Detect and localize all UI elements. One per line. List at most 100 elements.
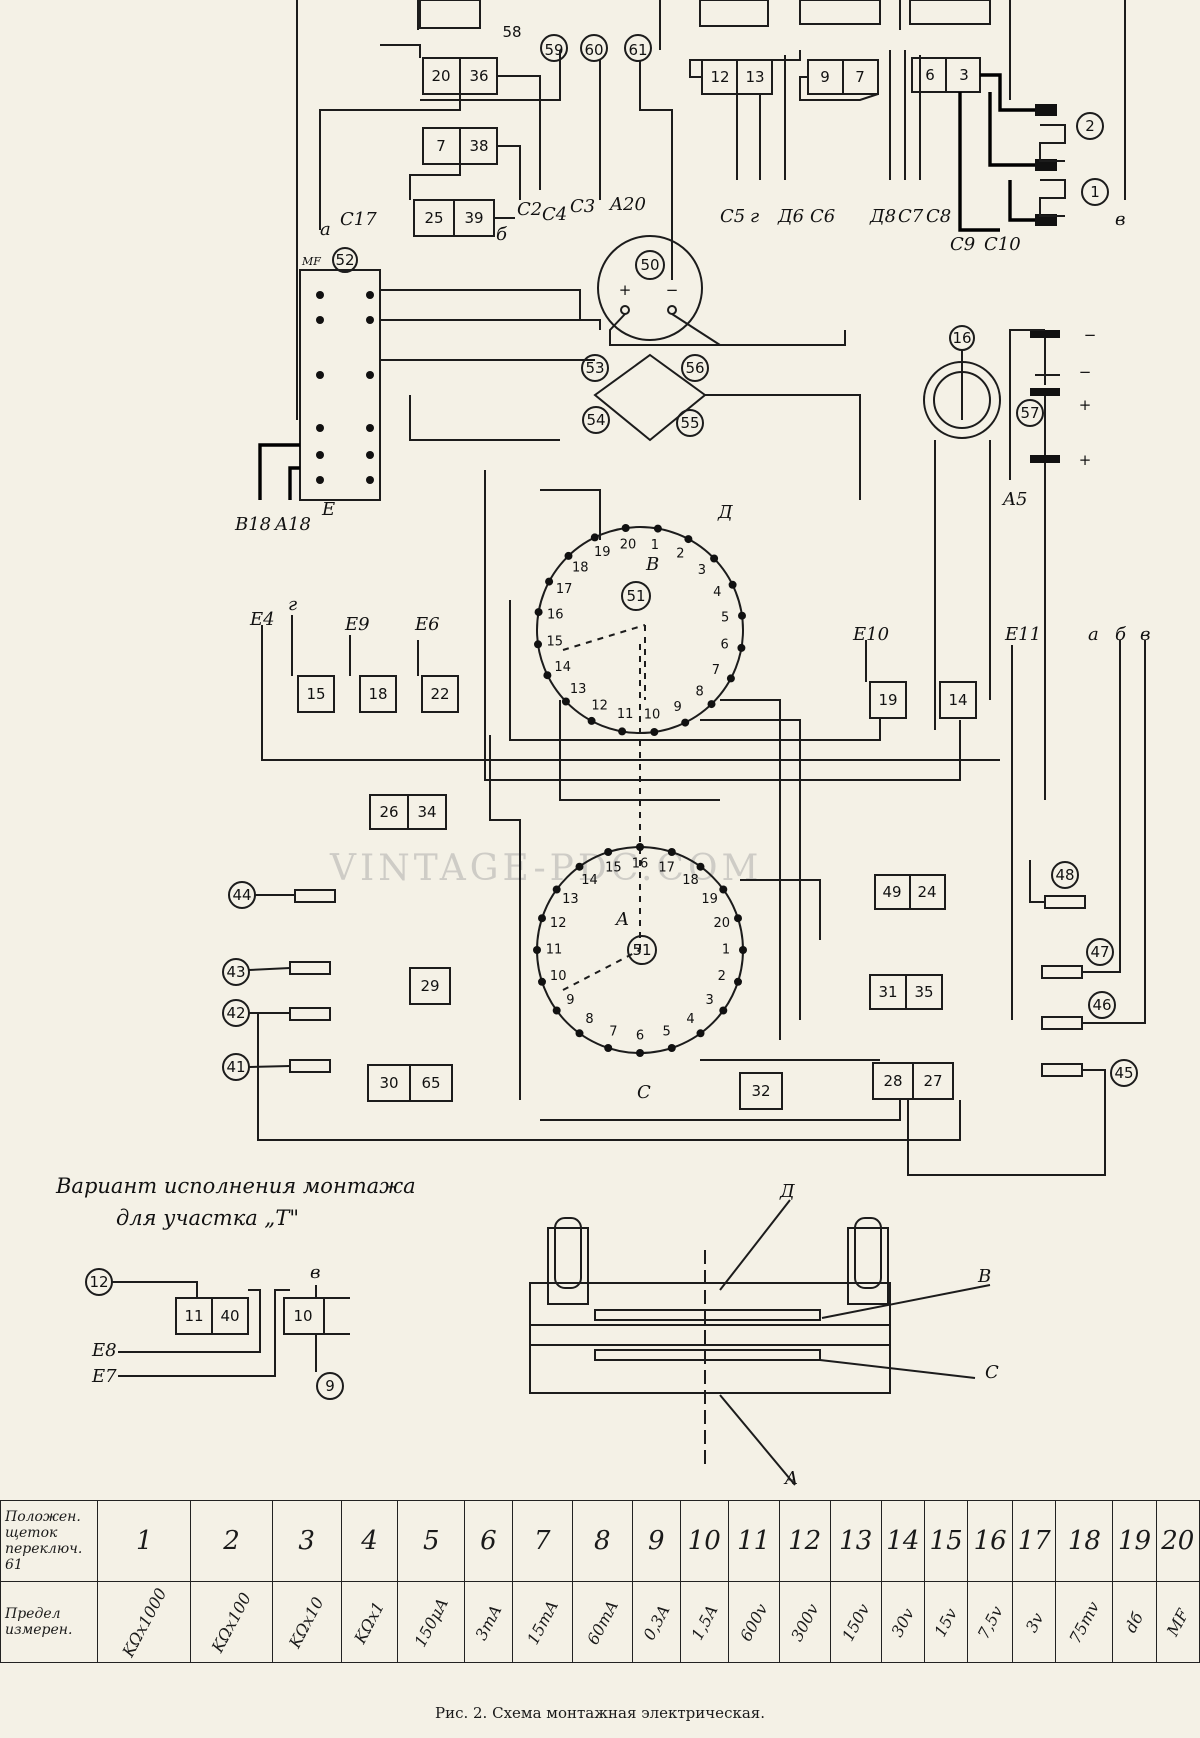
- switch-contact-number: 4: [686, 1012, 694, 1027]
- label-c4: C4: [542, 204, 567, 225]
- terminal-61: 61: [628, 41, 647, 59]
- switch-contact: [739, 946, 747, 954]
- label-e: E: [321, 499, 335, 520]
- switch-contact: [564, 551, 573, 560]
- table-cell-range: KΩx1: [340, 1581, 399, 1663]
- label-a-right: a: [1088, 624, 1099, 645]
- box-38: 38: [469, 137, 488, 155]
- table-cell-position: 1: [96, 1500, 192, 1582]
- switch-contact-number: 15: [605, 861, 622, 876]
- table-cell-range-text: 1,5A: [687, 1601, 722, 1643]
- box-36: 36: [469, 67, 488, 85]
- switch-contact: [726, 674, 735, 683]
- battery-number: 57: [1020, 404, 1039, 422]
- table-header-ranges: Предел измерен.: [0, 1581, 98, 1663]
- box-13: 13: [745, 68, 764, 86]
- table-cell-position: 2: [190, 1500, 273, 1582]
- label-d8: Д8: [869, 206, 896, 227]
- table-cell-range: 150μA: [397, 1581, 465, 1663]
- variant-title-1: Вариант исполнения монтажа: [55, 1174, 416, 1198]
- connector-1: 1: [1090, 183, 1100, 201]
- label-d6: Д6: [777, 206, 804, 227]
- section-d: Д: [779, 1181, 795, 1202]
- switch-contact: [636, 1049, 644, 1057]
- table-cell-range: 3v: [1012, 1581, 1057, 1663]
- switch-contact-number: 14: [554, 660, 571, 675]
- label-c8: C8: [926, 206, 951, 227]
- switch-contact: [696, 1029, 705, 1038]
- label-b-small: б: [496, 224, 508, 245]
- switch-contact-number: 11: [617, 707, 634, 722]
- box-15: 15: [306, 685, 325, 703]
- switch-contact: [621, 524, 630, 532]
- label-c6: C6: [810, 206, 835, 227]
- switch-contact-number: 1: [722, 943, 730, 958]
- table-header-positions: Положен. щеток переключ. 61: [0, 1500, 98, 1582]
- box-65: 65: [421, 1074, 440, 1092]
- table-cell-position: 17: [1012, 1500, 1057, 1582]
- table-cell-range-text: 60mA: [582, 1596, 622, 1648]
- switch-contact-number: 18: [682, 873, 699, 888]
- resistor-45: 45: [1114, 1064, 1133, 1082]
- switch-contact-number: 10: [550, 969, 567, 984]
- mid-single-boxes: 15 18 22 19 14: [261, 615, 1013, 1020]
- box-32: 32: [751, 1082, 770, 1100]
- variant-9: 9: [325, 1377, 335, 1395]
- table-cell-position: 5: [397, 1500, 465, 1582]
- switch-contact: [710, 554, 719, 563]
- switch-contact: [552, 1006, 561, 1015]
- label-b18: B18: [234, 514, 271, 535]
- box-12: 12: [710, 68, 729, 86]
- switch-contact: [636, 843, 644, 851]
- table-cell-range-text: KΩx1: [350, 1597, 389, 1647]
- box-35: 35: [914, 983, 933, 1001]
- switch-contact-number: 12: [591, 698, 608, 713]
- box-27: 27: [923, 1072, 942, 1090]
- label-c7: C7: [898, 206, 924, 227]
- table-cell-range: 150v: [829, 1581, 882, 1663]
- switch-contact-number: 8: [585, 1012, 593, 1027]
- diode-54: 54: [586, 411, 605, 429]
- table-cell-position: 8: [571, 1500, 633, 1582]
- left-leads: B18 A18 E E4 г E9 E6 E10 E11 a б в A5: [234, 443, 1150, 645]
- meter-50: 50 +−: [380, 235, 846, 346]
- switch-contact-number: 8: [696, 684, 704, 699]
- table-cell-range-text: 30v: [887, 1604, 919, 1640]
- table-cell-range-text: KΩx10: [285, 1593, 328, 1651]
- table-cell-range: 30v: [880, 1581, 925, 1663]
- switch-contact: [719, 1006, 728, 1015]
- box-49: 49: [882, 883, 901, 901]
- label-c17: C17: [340, 209, 377, 230]
- switch-contact-number: 6: [636, 1029, 644, 1044]
- switch-contact-number: 5: [721, 611, 729, 626]
- upper-wiring: 2 1: [319, 44, 1109, 280]
- table-cell-range: 15v: [923, 1581, 969, 1663]
- resistor-48: 48: [1055, 866, 1074, 884]
- box-18: 18: [368, 685, 387, 703]
- pot-number: 16: [952, 329, 971, 347]
- label-c9: C9: [950, 234, 975, 255]
- label-e9: E9: [344, 614, 370, 635]
- switch-contact: [538, 977, 546, 986]
- switch-contact: [604, 848, 613, 856]
- switch-contact-number: 13: [570, 682, 587, 697]
- label-c2: C2: [517, 199, 542, 220]
- switch-bottom-number: 51: [632, 941, 651, 959]
- box-39: 39: [464, 209, 483, 227]
- cap-block-label: 52: [335, 251, 354, 269]
- table-cell-range: KΩx10: [271, 1581, 342, 1663]
- table-cell-range-text: 150v: [838, 1600, 874, 1644]
- table-cell-range: 3mA: [463, 1581, 513, 1663]
- box-3: 3: [959, 66, 969, 84]
- switch-top-number: 51: [626, 587, 645, 605]
- table-cell-range: MF: [1155, 1581, 1200, 1663]
- meter-number: 50: [640, 256, 659, 274]
- table-cell-range: KΩx100: [190, 1581, 273, 1663]
- switch-contact: [534, 608, 543, 617]
- svg-text:+: +: [619, 281, 632, 299]
- switch-contact: [575, 862, 584, 871]
- switch-contact-number: 1: [651, 538, 659, 553]
- svg-text:+: +: [1079, 451, 1092, 469]
- switch-contact-number: 4: [713, 585, 721, 600]
